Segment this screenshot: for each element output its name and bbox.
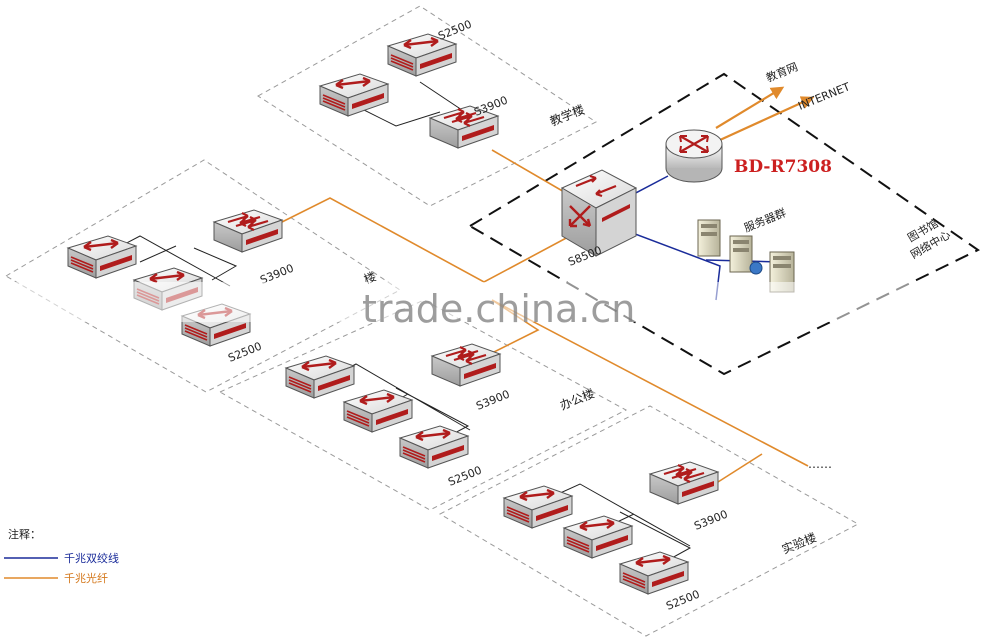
lab-access-switch-2: [562, 514, 634, 560]
legend: 注释： 千兆双绞线 千兆光纤: [4, 527, 119, 585]
zone-lab-label: 实验楼: [780, 529, 819, 556]
lab-access-switch-1: [502, 484, 574, 530]
watermark-band: [0, 282, 992, 322]
zone-lab-border: [438, 405, 860, 637]
zone-dorm-border: [5, 159, 401, 393]
watermark-text: trade.china.cn: [362, 287, 635, 331]
uplink-internet: [719, 96, 815, 142]
office-agg-switch: [430, 342, 502, 388]
zone-library-label: 图书馆 网络中心: [905, 216, 953, 261]
lab-agg-model: S3900: [692, 508, 729, 533]
globe-icon: [749, 261, 763, 275]
office-agg-model: S3900: [474, 388, 511, 413]
lab-access-model: S2500: [664, 588, 701, 613]
office-access-switch-1: [284, 354, 356, 400]
server-2: [729, 235, 753, 273]
dorm-access-model: S2500: [226, 340, 263, 365]
more-buildings-ellipsis: ……: [808, 457, 832, 471]
uplink-edu-label: 教育网: [764, 59, 800, 84]
office-access-switch-3: [398, 424, 470, 470]
router: [665, 129, 723, 183]
office-access-model: S2500: [446, 464, 483, 489]
zone-library-border: [468, 72, 980, 376]
dorm-agg-switch: [212, 208, 284, 254]
dorm-access-switch-1: [66, 234, 138, 280]
zone-office-label: 办公楼: [558, 385, 597, 412]
core-switch: [560, 169, 638, 257]
uplink-internet-label: INTERNET: [796, 80, 852, 113]
zone-teaching-border: [257, 5, 597, 207]
legend-label-fiber: 千兆光纤: [64, 571, 108, 585]
legend-label-twisted-pair: 千兆双绞线: [64, 551, 119, 565]
lab-agg-switch: [648, 460, 720, 506]
zone-teaching-label: 教学楼: [548, 101, 587, 128]
fiber-lab: [491, 299, 809, 467]
zone-office-border: [218, 299, 628, 511]
fiber-dorm: [269, 197, 571, 283]
lab-access-switch-3: [618, 550, 690, 596]
server-1: [697, 219, 721, 257]
office-access-switch-2: [342, 388, 414, 434]
router-model: BD-R7308: [734, 157, 832, 177]
uplink-edu: [715, 86, 785, 129]
teaching-access-model: S2500: [436, 18, 473, 43]
fiber-lab-drop: [717, 453, 763, 483]
legend-title: 注释：: [8, 527, 41, 541]
server-cluster-label: 服务器群: [742, 205, 788, 234]
teaching-access-switch-2: [318, 72, 390, 118]
